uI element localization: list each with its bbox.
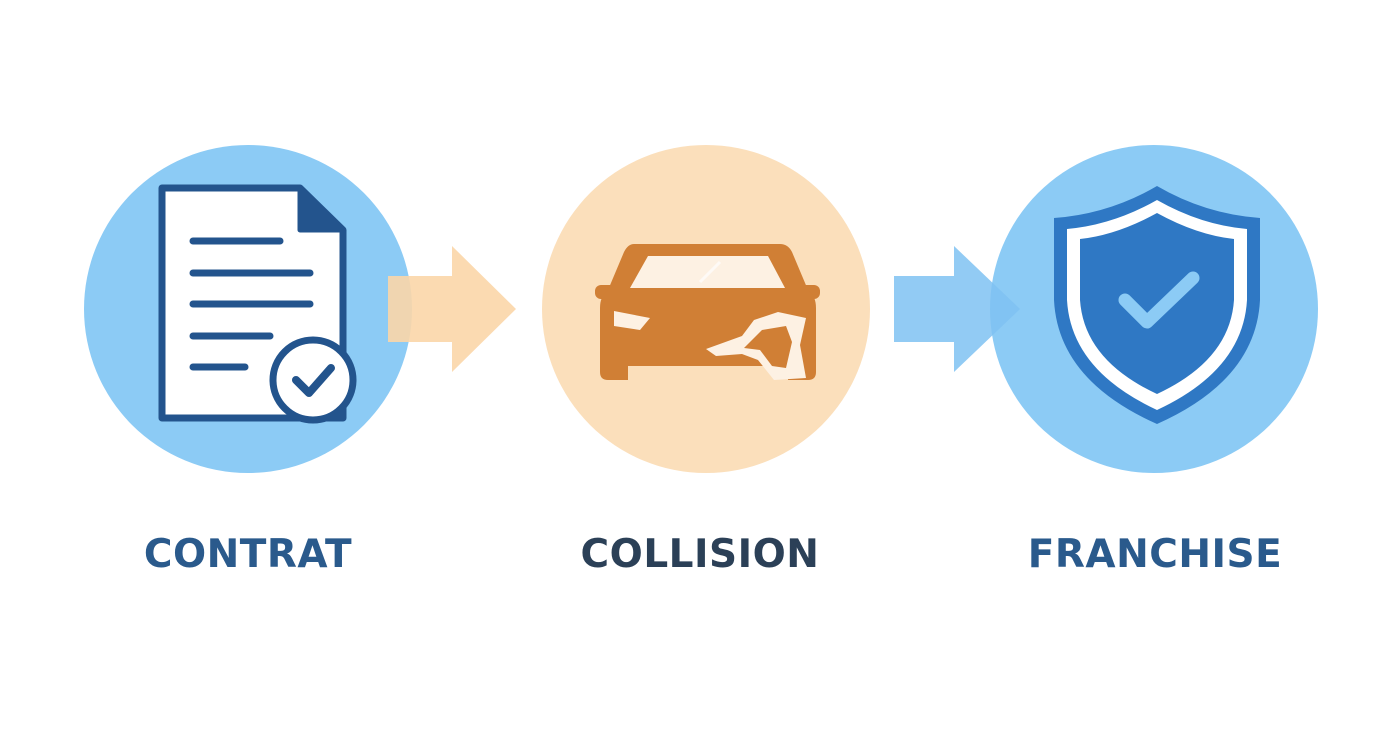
step-label-franchise: FRANCHISE <box>1027 532 1283 577</box>
step-label-collision: COLLISION <box>580 532 820 577</box>
step-label-contrat: CONTRAT <box>143 532 353 577</box>
